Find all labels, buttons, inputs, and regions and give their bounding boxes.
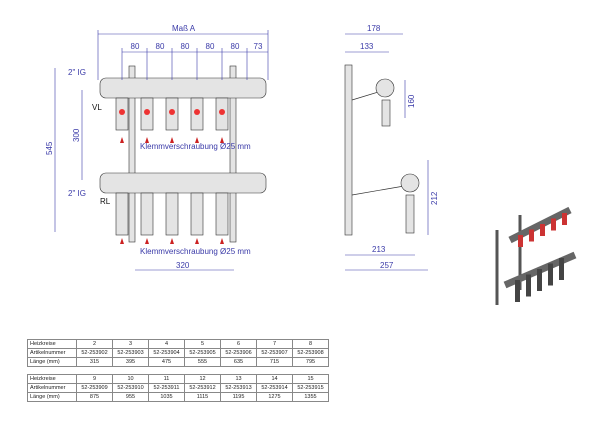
row-header: Artikelnummer [27,348,77,358]
valve-red-marker [169,109,175,115]
thread-top: 2" IG [68,68,86,77]
table-cell: 7 [256,339,293,349]
dim-mass-a: Maß A [172,24,196,33]
table-cell: 1195 [220,392,257,402]
return-flowmeter [190,192,204,236]
table-cell: 52-253906 [220,348,257,358]
row-header: Länge (mm) [27,392,77,402]
table-cell: 395 [112,357,149,367]
table-cell: 2 [76,339,113,349]
right-rail [229,65,237,243]
dim-300: 300 [72,128,81,142]
valve-red-marker [119,109,125,115]
fitting-top: Klemmverschraubung Ø25 mm [140,142,251,151]
table-cell: 52-253907 [256,348,293,358]
return-flowmeter [115,192,129,236]
return-bar [99,172,267,194]
table-cell: 1115 [184,392,221,402]
table-cell: 315 [76,357,113,367]
rl-label: RL [100,197,111,206]
table-cell: 52-253913 [220,383,257,393]
table-cell: 1275 [256,392,293,402]
table-cell: 52-253914 [256,383,293,393]
table-cell: 52-253915 [292,383,329,393]
table-cell: 8 [292,339,329,349]
valve-red-marker [194,109,200,115]
table-cell: 6 [220,339,257,349]
dim-spacing: 80 [231,42,240,51]
table-cell: 52-253909 [76,383,113,393]
table-cell: 52-253905 [184,348,221,358]
table-cell: 52-253912 [184,383,221,393]
fitting-bottom: Klemmverschraubung Ø25 mm [140,247,251,256]
dim-257: 257 [380,261,394,270]
table-cell: 52-253908 [292,348,329,358]
dim-spacing: 80 [156,42,165,51]
wall-plate [344,64,353,236]
row-header: Heizkreise [27,339,77,349]
table-cell: 555 [184,357,221,367]
dim-133: 133 [360,42,374,51]
table-cell: 875 [76,392,113,402]
table-cell: 1355 [292,392,329,402]
vl-label: VL [92,103,102,112]
table-cell: 795 [292,357,329,367]
table-cell: 12 [184,374,221,384]
table-cell: 52-253902 [76,348,113,358]
table-cell: 9 [76,374,113,384]
table-cell: 11 [148,374,185,384]
dim-spacing: 80 [206,42,215,51]
table-cell: 955 [112,392,149,402]
table-cell: 52-253903 [112,348,149,358]
dim-160: 160 [407,94,416,108]
dim-178: 178 [367,24,381,33]
table-cell: 715 [256,357,293,367]
return-flowmeter [215,192,229,236]
table-cell: 1035 [148,392,185,402]
table-cell: 52-253904 [148,348,185,358]
table-cell: 10 [112,374,149,384]
dim-212: 212 [430,191,439,205]
table-cell: 15 [292,374,329,384]
table-cell: 4 [148,339,185,349]
return-flowmeter [165,192,179,236]
supply-bar [99,77,267,99]
isometric-view [495,206,577,305]
table-cell: 3 [112,339,149,349]
table-cell: 14 [256,374,293,384]
table-cell: 635 [220,357,257,367]
dim-213: 213 [372,245,386,254]
table-cell: 475 [148,357,185,367]
dim-545: 545 [45,141,54,155]
row-header: Heizkreise [27,374,77,384]
left-rail [128,65,136,243]
table-cell: 5 [184,339,221,349]
side-view: 178 133 160 212 213 257 [344,24,439,271]
dim-320: 320 [176,261,190,270]
dim-spacing: 73 [254,42,263,51]
dim-spacing: 80 [131,42,140,51]
thread-bottom: 2" IG [68,189,86,198]
row-header: Länge (mm) [27,357,77,367]
return-flowmeter [140,192,154,236]
valve-red-marker [144,109,150,115]
row-header: Artikelnummer [27,383,77,393]
dim-spacing: 80 [181,42,190,51]
table-cell: 52-253911 [148,383,185,393]
front-view: Maß A 80 80 80 80 80 73 545 300 320 2" IG 2" … [45,24,269,271]
table-cell: 52-253910 [112,383,149,393]
table-cell: 13 [220,374,257,384]
valve-red-marker [219,109,225,115]
